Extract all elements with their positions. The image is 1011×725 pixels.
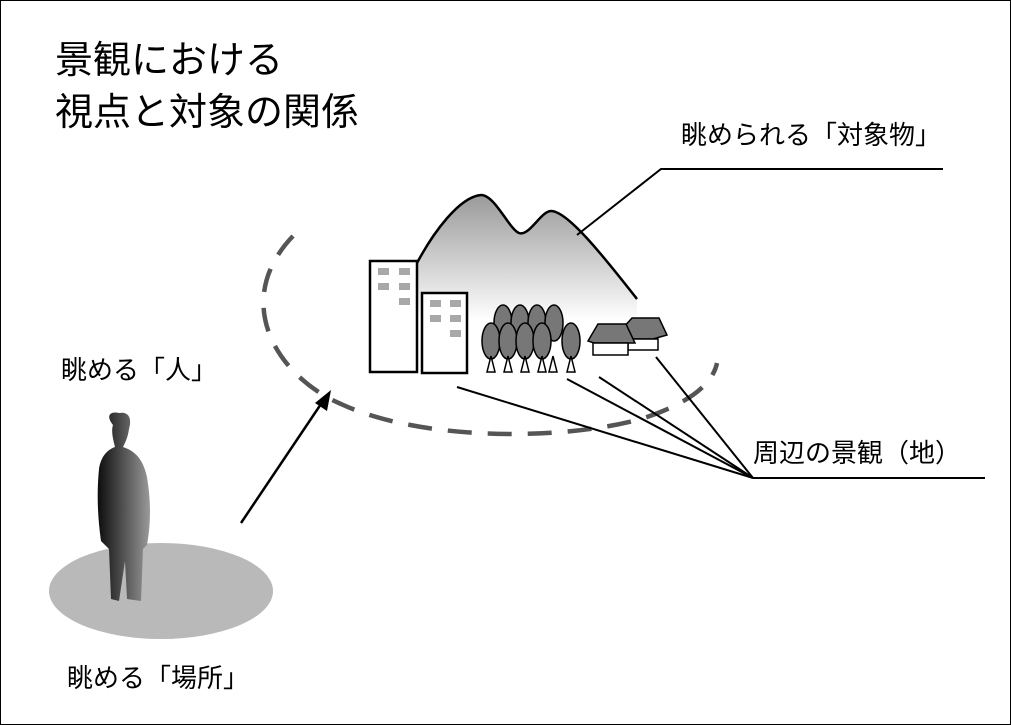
arrow-head-icon: [315, 390, 331, 411]
title-line-2: 視点と対象の関係: [55, 90, 360, 134]
tree-trunks: [486, 355, 576, 373]
surroundings-leader-lines: [456, 356, 985, 479]
object-label: 眺められる「対象物」: [681, 121, 942, 151]
title-line-1: 景観における: [55, 38, 284, 82]
building-icon: [420, 291, 469, 375]
object-leader-line: [576, 168, 943, 236]
surroundings-label: 周辺の景観（地）: [753, 439, 962, 469]
building-icon: [368, 259, 419, 374]
place-label: 眺める「場所」: [67, 664, 250, 694]
surrounding-landscape-dashed-ellipse: [261, 234, 720, 437]
viewing-place-disk: [49, 543, 273, 639]
person-label: 眺める「人」: [61, 356, 218, 386]
house-icon: [586, 317, 669, 356]
view-direction-arrow: [239, 400, 325, 524]
person-silhouette-icon: [97, 412, 150, 601]
